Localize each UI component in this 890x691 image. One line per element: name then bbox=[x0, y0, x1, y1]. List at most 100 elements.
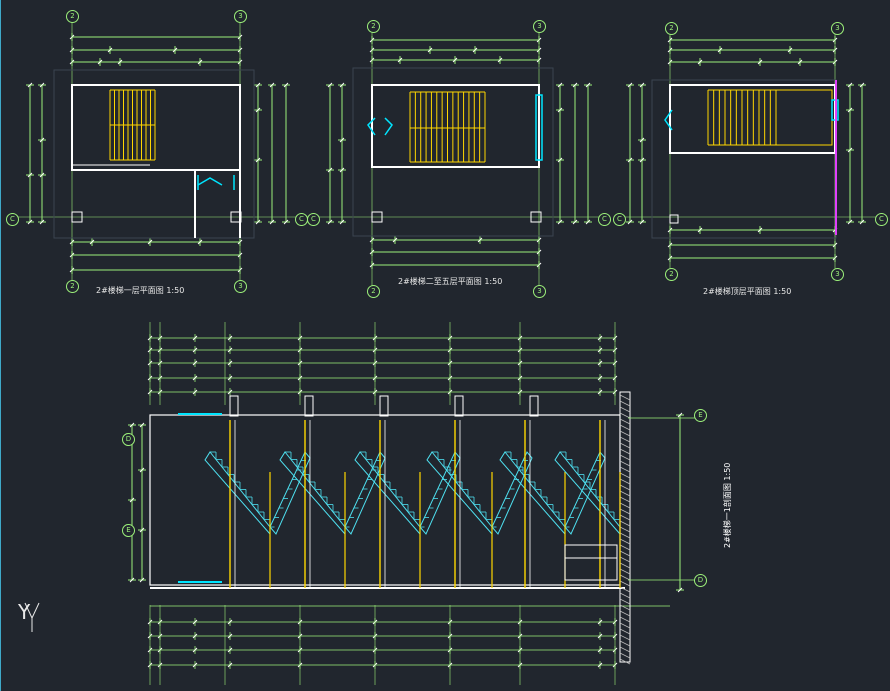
plan2-title-text: 2#楼梯二至五层平面图 bbox=[398, 277, 482, 286]
plan3-title-text: 2#楼梯顶层平面图 bbox=[703, 287, 771, 296]
column bbox=[669, 214, 679, 224]
hatch-stroke bbox=[619, 634, 631, 641]
dimension-tick bbox=[107, 47, 113, 53]
dimension-tick bbox=[139, 422, 145, 428]
dimension-tick bbox=[847, 147, 853, 153]
ucs-arrow bbox=[31, 602, 40, 619]
plan1-scale: 1:50 bbox=[166, 286, 185, 295]
dimension-tick bbox=[859, 82, 865, 88]
dimension-tick bbox=[192, 389, 198, 395]
axis-bubble-e: E bbox=[694, 409, 707, 422]
dimension-tick bbox=[472, 47, 478, 53]
axis-bubble-2: 2 bbox=[665, 22, 678, 35]
hatch-stroke bbox=[619, 652, 631, 659]
dimension-tick bbox=[283, 82, 289, 88]
hatch-frame bbox=[651, 79, 837, 239]
hatch-stroke bbox=[619, 466, 631, 473]
hatch-stroke bbox=[619, 532, 631, 539]
dimension-tick bbox=[397, 57, 403, 63]
hatch-stroke bbox=[619, 604, 631, 611]
dimension-tick bbox=[339, 219, 345, 225]
dimension-tick bbox=[269, 82, 275, 88]
axis-bubble-d: D bbox=[122, 433, 135, 446]
dimension-tick bbox=[39, 172, 45, 178]
hatch-stroke bbox=[619, 400, 631, 407]
stair-flight bbox=[269, 451, 311, 535]
dimension-tick bbox=[269, 219, 275, 225]
hatch-stroke bbox=[619, 472, 631, 479]
dimension-tick bbox=[847, 82, 853, 88]
dimension-tick bbox=[192, 619, 198, 625]
axis-bubble-2: 2 bbox=[665, 268, 678, 281]
dimension-tick bbox=[227, 375, 233, 381]
dimension-tick bbox=[139, 527, 145, 533]
dimension-tick bbox=[597, 619, 603, 625]
hatch-stroke bbox=[619, 592, 631, 599]
dimension-tick bbox=[597, 662, 603, 668]
axis-bubble-c: C bbox=[6, 213, 19, 226]
plan3-title: 2#楼梯顶层平面图 1:50 bbox=[703, 286, 791, 297]
dimension-tick bbox=[427, 47, 433, 53]
dimension-tick bbox=[139, 467, 145, 473]
dimension-tick bbox=[327, 167, 333, 173]
dimension-tick bbox=[392, 237, 398, 243]
door-swing bbox=[664, 109, 673, 131]
dimension-tick bbox=[797, 59, 803, 65]
dimension-tick bbox=[89, 239, 95, 245]
dimension-tick bbox=[227, 619, 233, 625]
axis-bubble-d: D bbox=[694, 574, 707, 587]
hatch-stroke bbox=[619, 406, 631, 413]
stair-flight bbox=[491, 451, 533, 535]
dimension-tick bbox=[129, 497, 135, 503]
dimension-tick bbox=[627, 157, 633, 163]
dimension-tick bbox=[597, 647, 603, 653]
hatch-stroke bbox=[619, 424, 631, 431]
axis-bubble-3: 3 bbox=[234, 280, 247, 293]
plan1-title-text: 2#楼梯一层平面图 bbox=[96, 286, 164, 295]
dimension-tick bbox=[452, 57, 458, 63]
hatch-stroke bbox=[619, 442, 631, 449]
hatch-stroke bbox=[619, 610, 631, 617]
dimension-tick bbox=[597, 347, 603, 353]
hatch-stroke bbox=[619, 646, 631, 653]
dimension-tick bbox=[255, 82, 261, 88]
section-title-text: 2#楼梯一1剖面图 bbox=[723, 483, 732, 548]
dimension-tick bbox=[477, 237, 483, 243]
dimension-tick bbox=[757, 59, 763, 65]
axis-bubble-2: 2 bbox=[66, 10, 79, 23]
dimension-tick bbox=[27, 172, 33, 178]
hatch-stroke bbox=[619, 520, 631, 527]
dimension-tick bbox=[597, 375, 603, 381]
dimension-tick bbox=[859, 219, 865, 225]
dimension-tick bbox=[255, 219, 261, 225]
column-section bbox=[529, 395, 539, 417]
dimension-tick bbox=[192, 375, 198, 381]
axis-bubble-2: 2 bbox=[367, 20, 380, 33]
dimension-tick bbox=[192, 662, 198, 668]
dimension-tick bbox=[557, 82, 563, 88]
column-section bbox=[229, 395, 239, 417]
dimension-tick bbox=[597, 360, 603, 366]
axis-bubble-c: C bbox=[598, 213, 611, 226]
axis-bubble-2: 2 bbox=[367, 285, 380, 298]
dimension-tick bbox=[192, 360, 198, 366]
hatch-stroke bbox=[619, 394, 631, 401]
dimension-tick bbox=[147, 239, 153, 245]
plan2-title: 2#楼梯二至五层平面图 1:50 bbox=[398, 276, 502, 287]
door-swing bbox=[197, 177, 223, 186]
axis-bubble-c: C bbox=[875, 213, 888, 226]
hatch-stroke bbox=[619, 622, 631, 629]
dimension-tick bbox=[227, 389, 233, 395]
dimension-tick bbox=[97, 59, 103, 65]
dimension-tick bbox=[339, 167, 345, 173]
dimension-tick bbox=[129, 422, 135, 428]
dimension-tick bbox=[117, 59, 123, 65]
dimension-tick bbox=[597, 633, 603, 639]
plan3-scale: 1:50 bbox=[773, 287, 792, 296]
axis-bubble-3: 3 bbox=[533, 285, 546, 298]
hatch-stroke bbox=[619, 490, 631, 497]
dimension-tick bbox=[627, 82, 633, 88]
hatch-stroke bbox=[619, 448, 631, 455]
dimension-tick bbox=[255, 107, 261, 113]
